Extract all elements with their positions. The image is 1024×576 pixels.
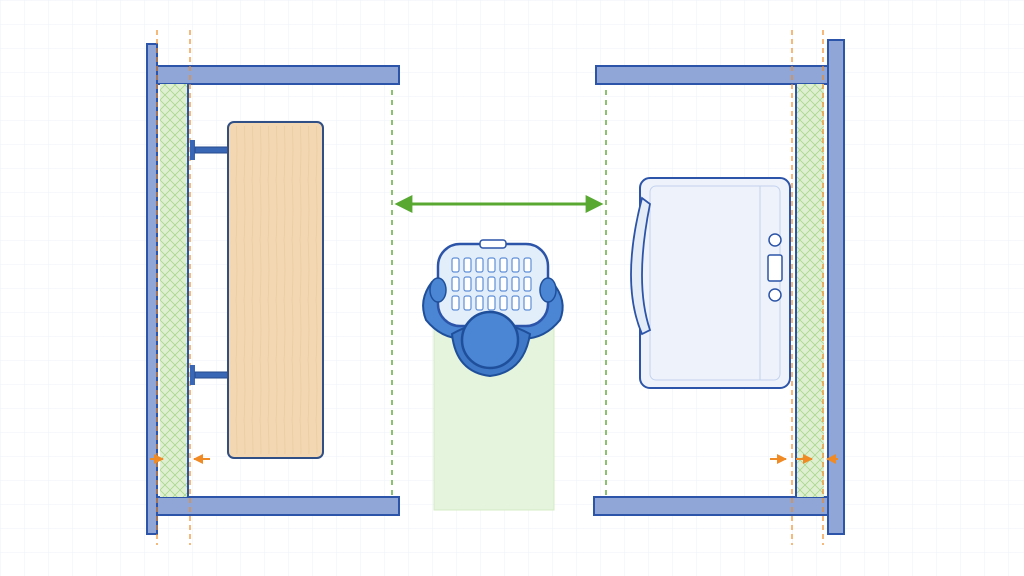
basket-slot xyxy=(499,257,508,273)
basket-slot xyxy=(475,276,484,292)
basket-slot xyxy=(511,295,520,311)
head-icon xyxy=(460,310,520,370)
basket-slot xyxy=(487,257,496,273)
basket-slot xyxy=(475,257,484,273)
basket-slot xyxy=(475,295,484,311)
basket-slot xyxy=(487,276,496,292)
left-insulation xyxy=(160,84,189,497)
person-with-basket xyxy=(422,239,564,378)
display-icon xyxy=(767,254,783,282)
basket-slot xyxy=(463,257,472,273)
folding-shelf xyxy=(227,121,324,459)
basket-slot xyxy=(523,257,532,273)
knob-icon xyxy=(768,288,782,302)
basket-slot xyxy=(511,257,520,273)
right-insulation xyxy=(795,84,824,497)
right-wall xyxy=(593,39,845,535)
basket-slot xyxy=(523,295,532,311)
basket-slot xyxy=(511,276,520,292)
basket-slot xyxy=(487,295,496,311)
basket-slot xyxy=(451,295,460,311)
left-wall xyxy=(146,43,400,535)
washing-machine xyxy=(630,177,791,389)
basket-slot xyxy=(451,276,460,292)
knob-icon xyxy=(768,233,782,247)
basket-slot xyxy=(463,295,472,311)
basket-slot xyxy=(499,276,508,292)
laundry-basket-icon xyxy=(436,239,550,328)
basket-slot xyxy=(523,276,532,292)
basket-slot xyxy=(463,276,472,292)
basket-slot xyxy=(499,295,508,311)
basket-slot xyxy=(451,257,460,273)
